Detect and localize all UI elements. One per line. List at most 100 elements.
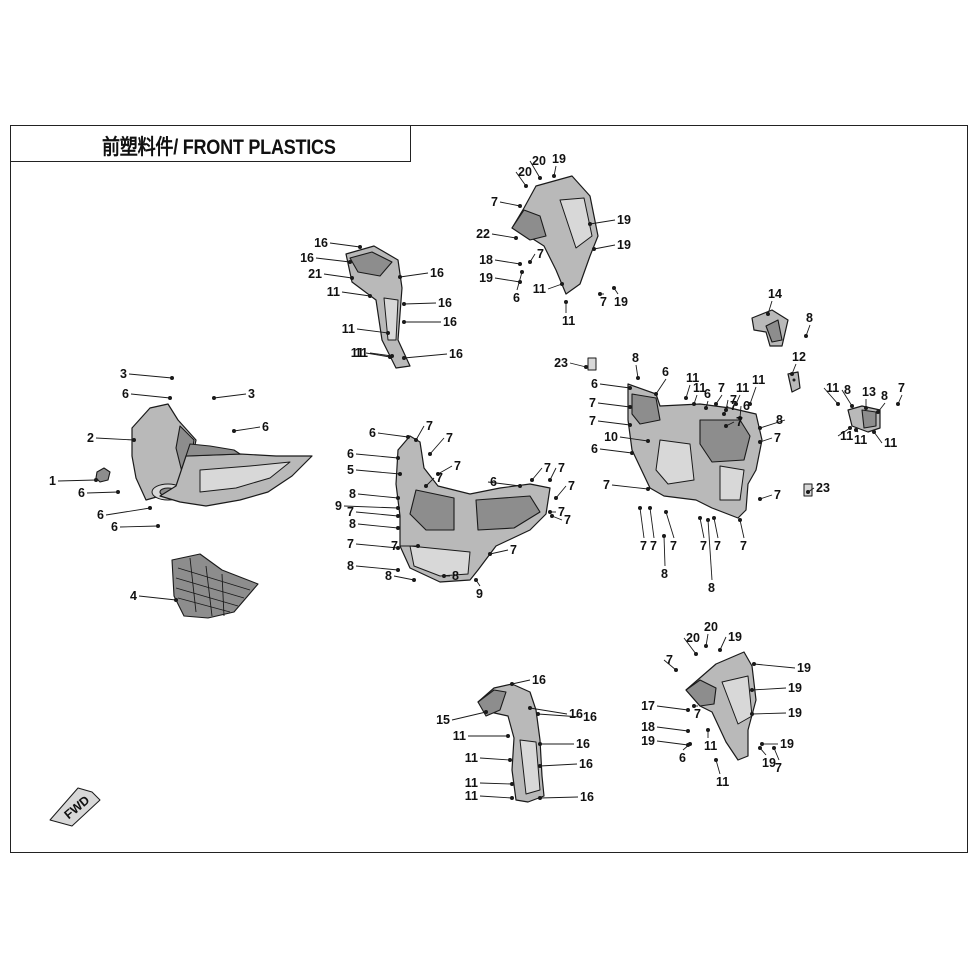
callout-label-7: 7	[670, 539, 677, 553]
callout-label-12: 12	[792, 350, 806, 364]
leader-dot	[518, 484, 522, 488]
leader-dot	[598, 292, 602, 296]
callout-label-7: 7	[568, 479, 575, 493]
leader-dot	[628, 405, 632, 409]
leader-dot	[752, 662, 756, 666]
callout-label-6: 6	[662, 365, 669, 379]
leader-dot	[474, 578, 478, 582]
leader-dot	[538, 742, 542, 746]
callout-label-20: 20	[532, 154, 546, 168]
leader-dot	[758, 746, 762, 750]
leader-dot	[872, 430, 876, 434]
callout-label-6: 6	[347, 447, 354, 461]
leader-dot	[510, 782, 514, 786]
leader-dot	[398, 472, 402, 476]
callout-label-11: 11	[736, 381, 749, 395]
callout-label-8: 8	[661, 567, 668, 581]
leader-dot	[714, 758, 718, 762]
leader-dot	[704, 644, 708, 648]
center-dash-frame	[395, 435, 551, 583]
leader-dot	[132, 438, 136, 442]
leader-dot	[612, 286, 616, 290]
callout-label-19: 19	[617, 238, 631, 252]
callout-label-6: 6	[513, 291, 520, 305]
leader-line	[539, 763, 578, 767]
leader-dot	[402, 302, 406, 306]
callout-label-5: 5	[347, 463, 354, 477]
leader-line	[663, 659, 677, 671]
leader-dot	[848, 426, 852, 430]
leader-line	[130, 393, 171, 399]
bracket-part-12	[787, 371, 801, 393]
leader-line	[589, 219, 616, 225]
callout-label-7: 7	[454, 459, 461, 473]
small-part-23-upper	[587, 357, 597, 371]
leader-line	[759, 494, 773, 500]
callout-label-7: 7	[730, 393, 737, 407]
leader-dot	[436, 472, 440, 476]
leader-line	[619, 436, 649, 442]
callout-label-7: 7	[544, 461, 551, 475]
leader-dot	[636, 376, 640, 380]
callout-label-11: 11	[826, 381, 839, 395]
callout-label-7: 7	[714, 539, 721, 553]
leader-dot	[528, 260, 532, 264]
leader-dot	[692, 402, 696, 406]
leader-dot	[804, 334, 808, 338]
callout-label-11: 11	[465, 776, 478, 790]
leader-line	[753, 663, 796, 669]
leader-dot	[348, 260, 352, 264]
page-title: 前塑料件/ FRONT PLASTICS	[102, 136, 336, 159]
callout-label-7: 7	[589, 396, 596, 410]
leader-line	[429, 437, 445, 455]
leader-dot	[850, 404, 854, 408]
leader-dot	[646, 439, 650, 443]
front-skid-panel	[159, 443, 313, 507]
diagram-frame	[10, 125, 968, 853]
leader-line	[499, 201, 521, 207]
leader-dot	[506, 734, 510, 738]
leader-dot	[520, 270, 524, 274]
leader-line	[233, 426, 261, 432]
callout-label-19: 19	[788, 706, 802, 720]
fwd-arrow-icon: FWD	[49, 787, 101, 827]
leader-dot	[412, 578, 416, 582]
leader-line	[451, 711, 487, 721]
leader-dot	[648, 506, 652, 510]
callout-label-7: 7	[347, 505, 354, 519]
left-upper-fender	[345, 245, 411, 369]
callout-label-11: 11	[752, 373, 765, 387]
leader-dot	[396, 546, 400, 550]
callout-label-7: 7	[558, 461, 565, 475]
leader-dot	[712, 516, 716, 520]
leader-line	[751, 687, 787, 691]
callout-label-2: 2	[87, 431, 94, 445]
leader-line	[138, 595, 177, 601]
leader-line	[749, 386, 757, 405]
leader-line	[599, 383, 631, 389]
callout-label-16: 16	[430, 266, 444, 280]
leader-line	[494, 277, 521, 283]
callout-label-22: 22	[476, 227, 490, 241]
callout-label-11: 11	[854, 433, 867, 447]
callout-label-11: 11	[465, 751, 478, 765]
callout-label-7: 7	[436, 471, 443, 485]
leader-dot	[686, 708, 690, 712]
leader-dot	[518, 262, 522, 266]
callout-label-19: 19	[641, 734, 655, 748]
leader-dot	[402, 356, 406, 360]
callout-label-6: 6	[591, 442, 598, 456]
callout-label-8: 8	[806, 311, 813, 325]
leader-line	[719, 636, 727, 651]
callout-label-11: 11	[562, 314, 575, 328]
leader-line	[393, 575, 415, 581]
leader-dot	[156, 524, 160, 528]
callout-label-6: 6	[591, 377, 598, 391]
callout-label-7: 7	[740, 539, 747, 553]
leader-line	[511, 679, 531, 685]
leader-dot	[724, 424, 728, 428]
callout-label-16: 16	[583, 710, 597, 724]
leader-line	[773, 747, 780, 761]
callout-label-11: 11	[342, 322, 355, 336]
callout-label-8: 8	[844, 383, 851, 397]
